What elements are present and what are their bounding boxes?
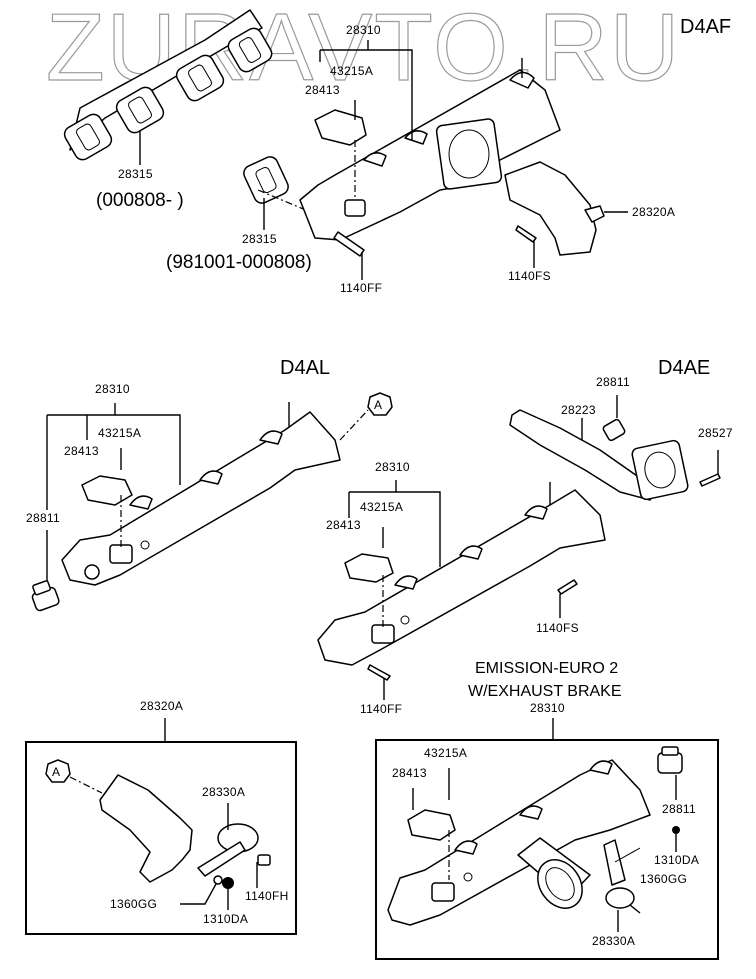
bolt-1140ff-icon <box>333 231 365 257</box>
manifold-d4ae-icon <box>317 482 606 666</box>
part-label-28811-d4ae: 28811 <box>596 375 630 389</box>
part-label-28223-d4ae: 28223 <box>561 403 596 417</box>
part-label-28413-d4al: 28413 <box>64 444 99 458</box>
part-label-28413-d4af: 28413 <box>305 83 340 97</box>
d4af-section: D4AF 28315 (000808- ) <box>63 9 731 295</box>
part-label-1140fs-d4ae: 1140FS <box>536 621 579 635</box>
bolt-1140fs-icon <box>515 225 537 243</box>
ref-marker-a-detail: A <box>45 759 71 783</box>
part-label-28811-euro2: 28811 <box>662 802 696 816</box>
heat-shield-d4af-icon <box>314 109 367 146</box>
bolt-28527-icon <box>699 473 721 487</box>
bolt-1140fs-d4ae-icon <box>557 579 578 595</box>
manifold-euro2-icon <box>387 759 651 926</box>
variant-label-d4al: D4AL <box>280 357 330 379</box>
part-label-1140ff-d4af: 1140FF <box>340 281 382 295</box>
part-label-28330a-detail: 28330A <box>202 785 245 799</box>
manifold-d4al-icon <box>61 402 341 586</box>
part-label-28413-d4ae: 28413 <box>326 518 361 532</box>
heat-shield-d4al-icon <box>81 475 133 506</box>
heat-shield-d4ae-icon <box>344 553 394 583</box>
part-label-1310da-euro2: 1310DA <box>654 853 699 867</box>
part-label-28310-d4af: 28310 <box>346 23 381 37</box>
exhaust-brake-valve-euro2-icon <box>517 837 591 909</box>
actuator-28330a-euro2-icon <box>603 839 641 914</box>
euro2-note-line1: EMISSION-EURO 2 <box>475 660 618 677</box>
d4al-section: D4AL 28310 43215A 28413 28811 <box>26 357 393 612</box>
bolt-1140ff-d4ae-icon <box>367 664 391 681</box>
part-label-1140ff-d4ae: 1140FF <box>360 702 402 716</box>
actuator-28330a-detail-icon <box>197 823 271 877</box>
part-label-28310-d4ae: 28310 <box>375 460 410 474</box>
part-label-28527-d4ae: 28527 <box>698 426 733 440</box>
gasket-single-icon <box>243 156 289 204</box>
part-label-43215a-d4af: 43215A <box>330 64 373 78</box>
gasket-strip-icon <box>63 9 273 161</box>
plug-28811-icon <box>31 580 60 612</box>
part-label-1310da-detail: 1310DA <box>203 912 248 926</box>
part-label-28330a-euro2: 28330A <box>592 934 635 948</box>
flange-d4ae-icon <box>631 439 689 501</box>
washer-1360gg-icon <box>213 875 223 885</box>
exhaust-pipe-detail-icon <box>99 774 193 883</box>
svg-text:A: A <box>52 765 60 779</box>
part-label-43215a-d4al: 43215A <box>98 426 141 440</box>
ref-marker-a-d4al: A <box>367 392 393 416</box>
exhaust-pipe-28320a-icon <box>504 161 605 256</box>
part-label-28310-euro2: 28310 <box>530 701 565 715</box>
part-label-43215a-d4ae: 43215A <box>360 500 403 514</box>
nut-1310da-icon <box>222 877 234 889</box>
part-label-28811-d4al: 28811 <box>26 511 60 525</box>
part-range-28315-new: (000808- ) <box>96 190 184 211</box>
part-range-28315-old: (981001-000808) <box>166 252 312 273</box>
exhaust-brake-detail-box: 28320A A 28330A 1140FH 1360GG 1310DA <box>25 699 297 935</box>
euro2-detail-box: 28310 43215A 28413 28811 131 <box>375 701 719 960</box>
part-label-28320a-detail: 28320A <box>140 699 183 713</box>
d4ae-section: D4AE 28223 28811 28527 <box>317 357 733 716</box>
part-label-1140fs-d4af: 1140FS <box>508 269 551 283</box>
part-label-28315-old: 28315 <box>242 232 277 246</box>
heat-shield-euro2-icon <box>407 809 456 841</box>
plug-28811-d4ae-icon <box>602 418 626 442</box>
variant-label-d4af: D4AF <box>680 16 731 38</box>
part-label-28315-new: 28315 <box>118 167 153 181</box>
manifold-d4af-icon <box>299 58 561 241</box>
variant-label-d4ae: D4AE <box>658 357 710 379</box>
part-label-1140fh-detail: 1140FH <box>245 889 289 903</box>
euro2-note-line2: W/EXHAUST BRAKE <box>468 683 622 700</box>
nut-1310da-euro2-icon <box>672 826 680 834</box>
part-label-1360gg-detail: 1360GG <box>110 897 157 911</box>
svg-text:A: A <box>374 398 382 412</box>
part-label-28413-euro2: 28413 <box>392 766 427 780</box>
plug-28811-euro2-icon <box>657 746 683 774</box>
part-label-1360gg-euro2: 1360GG <box>640 872 687 886</box>
part-label-28310-d4al: 28310 <box>95 382 130 396</box>
part-label-43215a-euro2: 43215A <box>424 746 467 760</box>
part-label-28320a-d4af: 28320A <box>632 205 675 219</box>
